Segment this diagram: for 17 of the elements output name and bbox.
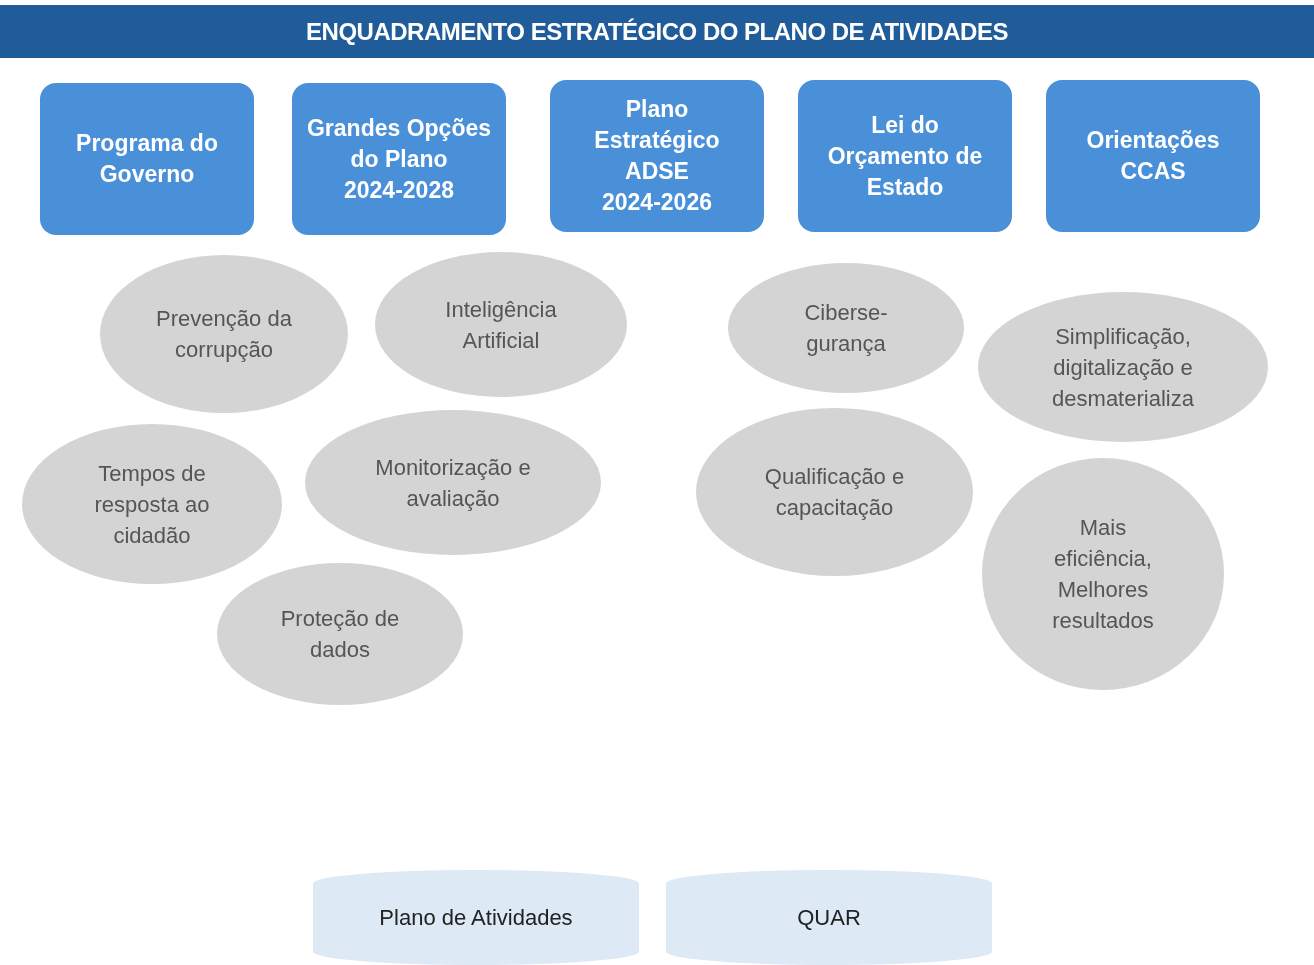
output-band: Plano de Atividades — [313, 870, 639, 965]
framework-box: Plano Estratégico ADSE 2024-2026 — [550, 80, 764, 232]
theme-ellipse: Inteligência Artificial — [375, 252, 627, 397]
title-banner: ENQUADRAMENTO ESTRATÉGICO DO PLANO DE ATIVIDADES — [0, 5, 1314, 58]
theme-ellipse: Ciberse- gurança — [728, 263, 964, 393]
theme-ellipse: Proteção de dados — [217, 563, 463, 705]
framework-box: Orientações CCAS — [1046, 80, 1260, 232]
framework-box: Grandes Opções do Plano 2024-2028 — [292, 83, 506, 235]
theme-ellipse: Mais eficiência, Melhores resultados — [982, 458, 1224, 690]
theme-ellipse: Tempos de resposta ao cidadão — [22, 424, 282, 584]
theme-ellipse: Simplificação, digitalização e desmaterializa — [978, 292, 1268, 442]
theme-ellipse: Prevenção da corrupção — [100, 255, 348, 413]
theme-ellipse: Qualificação e capacitação — [696, 408, 973, 576]
framework-box: Programa do Governo — [40, 83, 254, 235]
theme-ellipse: Monitorização e avaliação — [305, 410, 601, 555]
output-band: QUAR — [666, 870, 992, 965]
framework-box: Lei do Orçamento de Estado — [798, 80, 1012, 232]
